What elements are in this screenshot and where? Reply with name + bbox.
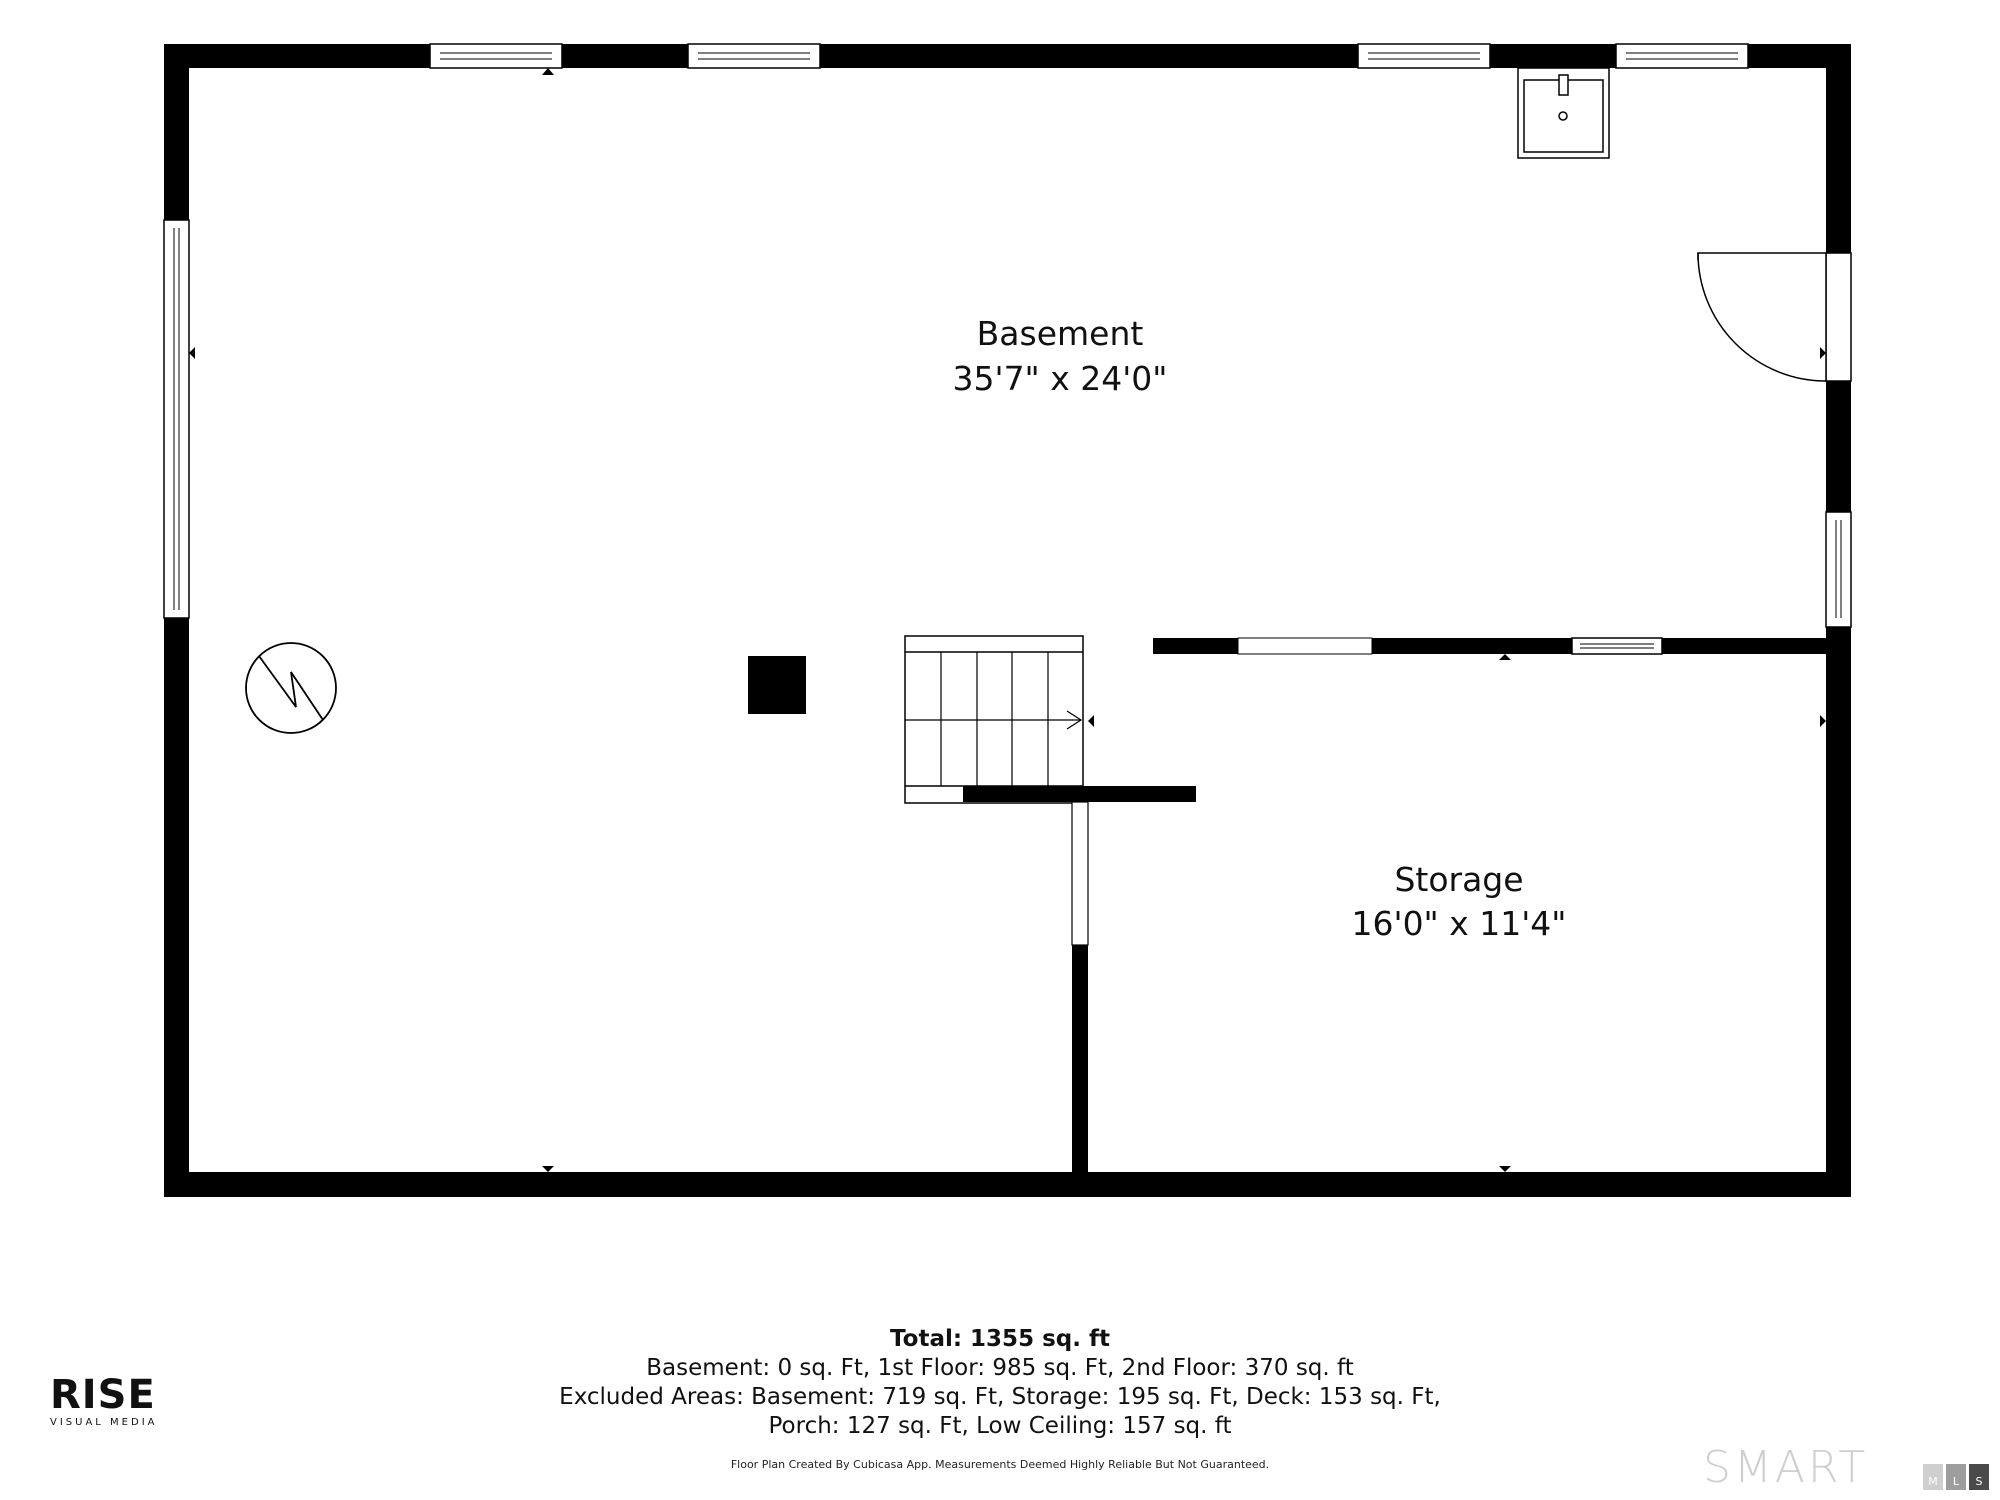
marker xyxy=(1820,347,1826,359)
room-name-basement: Basement xyxy=(977,314,1144,353)
wall-top xyxy=(164,44,1850,68)
stair-landing-wall xyxy=(963,786,1196,802)
storage-north-wall xyxy=(1153,637,1826,655)
room-name-storage: Storage xyxy=(1394,860,1523,899)
room-dims-storage: 16'0" x 11'4" xyxy=(1352,904,1567,943)
mls-letter-m: M xyxy=(1923,1464,1943,1490)
water-heater-icon xyxy=(245,642,337,734)
sink-icon xyxy=(1517,67,1610,159)
excluded-areas: Excluded Areas: Basement: 719 sq. Ft, St… xyxy=(559,1384,1441,1410)
window-right xyxy=(1825,511,1852,628)
window-left xyxy=(163,219,190,619)
total-area: Total: 1355 sq. ft xyxy=(890,1326,1110,1352)
windows-top xyxy=(429,43,1749,69)
window xyxy=(687,43,821,69)
marker xyxy=(1088,715,1094,727)
window xyxy=(1357,43,1491,69)
stairs-icon xyxy=(904,635,1084,804)
rise-logo-subtitle: VISUAL MEDIA xyxy=(50,1417,158,1428)
door-opening-right xyxy=(1825,252,1852,382)
outer-walls xyxy=(164,44,1851,1197)
wall-left xyxy=(164,44,189,1197)
marker xyxy=(542,1166,554,1172)
mls-letter-l: L xyxy=(1946,1464,1966,1490)
wall-bottom xyxy=(164,1172,1850,1197)
door-swing-icon xyxy=(1697,252,1827,382)
window xyxy=(429,43,563,69)
marker xyxy=(1499,1166,1511,1172)
rise-logo: RISE VISUAL MEDIA xyxy=(50,1375,157,1428)
marker xyxy=(1820,715,1826,727)
storage-west-wall xyxy=(1071,801,1089,1197)
room-dims-basement: 35'7" x 24'0" xyxy=(953,359,1168,398)
mls-letter-s: S xyxy=(1969,1464,1989,1490)
column-icon xyxy=(748,656,806,714)
marker xyxy=(542,68,554,75)
marker xyxy=(1499,654,1511,660)
wall-markers xyxy=(189,68,1826,1172)
area-breakdown: Basement: 0 sq. Ft, 1st Floor: 985 sq. F… xyxy=(646,1355,1354,1381)
area-summary: Total: 1355 sq. ft Basement: 0 sq. Ft, 1… xyxy=(0,1325,2000,1441)
rise-logo-word: RISE xyxy=(50,1372,156,1418)
marker xyxy=(189,347,195,359)
disclaimer: Floor Plan Created By Cubicasa App. Meas… xyxy=(730,1458,1270,1471)
window xyxy=(1615,43,1749,69)
excluded-areas-continued: Porch: 127 sq. Ft, Low Ceiling: 157 sq. … xyxy=(768,1413,1232,1439)
smart-logo-word: SMART xyxy=(1703,1442,1869,1493)
